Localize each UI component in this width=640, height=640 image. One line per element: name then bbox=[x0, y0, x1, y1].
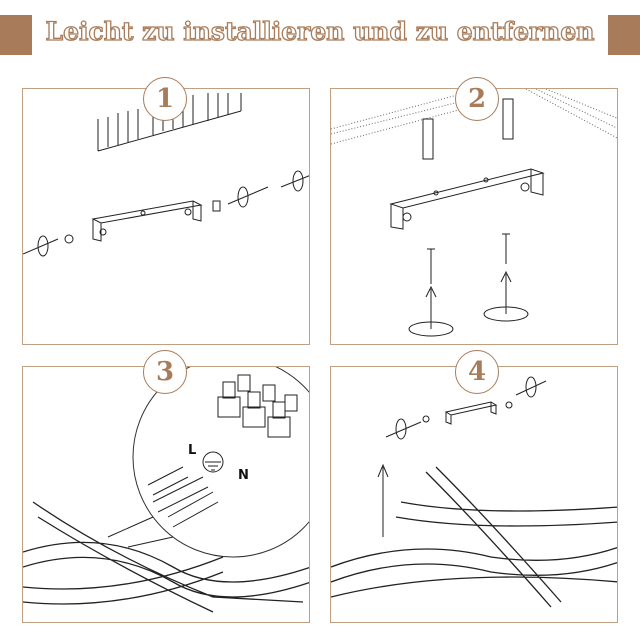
live-label: L bbox=[188, 443, 196, 458]
bracket-icon bbox=[389, 168, 545, 230]
rotate-arrow-icon bbox=[408, 306, 529, 337]
rotate-arrow-icon bbox=[385, 376, 547, 440]
step-2-panel bbox=[330, 88, 618, 345]
rotate-arrow-icon bbox=[23, 170, 309, 257]
bracket-icon bbox=[444, 401, 498, 425]
bracket-icon bbox=[91, 200, 203, 242]
step-4-panel bbox=[330, 366, 618, 623]
neutral-label: N bbox=[238, 468, 249, 483]
arrow-up-icon bbox=[377, 463, 389, 537]
page-title: Leicht zu installieren und zu entfernen bbox=[45, 16, 595, 46]
step-4-number: 4 bbox=[455, 350, 499, 394]
lamp-frame-icon bbox=[23, 501, 309, 613]
step-1-number: 1 bbox=[143, 77, 187, 121]
ground-symbol-icon bbox=[202, 451, 224, 473]
step-2-illustration bbox=[331, 89, 617, 337]
screw-icon bbox=[422, 401, 513, 423]
header-bar-left bbox=[0, 15, 32, 55]
step-4-illustration bbox=[331, 376, 617, 608]
step-2-number: 2 bbox=[455, 77, 499, 121]
wall-plug-icon bbox=[422, 98, 514, 160]
terminal-block-icon bbox=[217, 374, 298, 438]
screw-icon bbox=[64, 200, 221, 244]
ceiling-icon bbox=[331, 89, 617, 145]
lamp-frame-icon bbox=[331, 466, 617, 608]
screw-icon bbox=[427, 233, 510, 284]
step-3-illustration: L N bbox=[23, 367, 309, 613]
header-bar-right bbox=[608, 15, 640, 55]
step-1-panel bbox=[22, 88, 310, 345]
arrow-up-icon bbox=[425, 270, 512, 329]
wires-icon bbox=[147, 466, 219, 528]
step-3-number: 3 bbox=[143, 350, 187, 394]
magnifier-circle-icon bbox=[107, 367, 309, 558]
step-1-illustration bbox=[23, 93, 309, 257]
step-3-panel: L N bbox=[22, 366, 310, 623]
